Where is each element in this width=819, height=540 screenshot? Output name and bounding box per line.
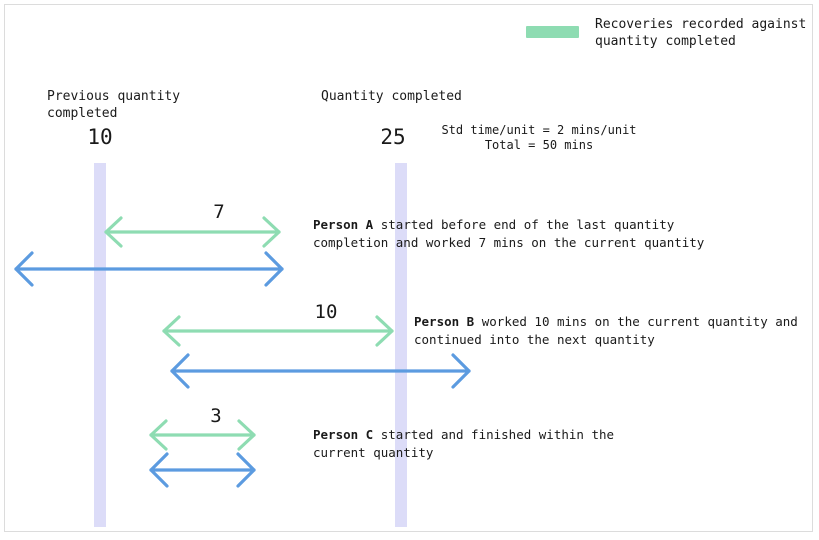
person-b-description: Person B worked 10 mins on the current q… bbox=[414, 313, 812, 349]
person-a-value: 7 bbox=[213, 201, 225, 223]
current-quantity-heading: Quantity completed bbox=[321, 89, 462, 104]
person-c-description-text: started and finished within the current … bbox=[313, 427, 615, 460]
person-b-name: Person B bbox=[414, 314, 475, 329]
previous-quantity-boundary-bar bbox=[94, 163, 106, 527]
person-c-name: Person C bbox=[313, 427, 374, 442]
person-c-description: Person C started and finished within the… bbox=[313, 426, 643, 462]
person-a-green-arrow bbox=[104, 216, 281, 248]
person-c-blue-arrow bbox=[149, 452, 256, 488]
arrow-layer bbox=[14, 216, 471, 488]
legend-swatch-icon bbox=[526, 26, 579, 38]
previous-quantity-value: 10 bbox=[87, 125, 113, 149]
person-a-blue-arrow bbox=[14, 251, 284, 287]
previous-quantity-heading: Previous quantity completed bbox=[47, 89, 181, 121]
person-b-value: 10 bbox=[314, 301, 338, 323]
person-a-description: Person A started before end of the last … bbox=[313, 216, 733, 252]
current-quantity-value: 25 bbox=[380, 125, 406, 149]
person-b-green-arrow bbox=[162, 315, 394, 347]
person-a-name: Person A bbox=[313, 217, 374, 232]
person-b-description-text: worked 10 mins on the current quantity a… bbox=[414, 314, 798, 347]
diagram-canvas: Recoveries recorded against quantity com… bbox=[4, 4, 813, 532]
person-c-value: 3 bbox=[210, 405, 222, 427]
person-b-blue-arrow bbox=[170, 353, 471, 389]
person-c-green-arrow bbox=[149, 419, 256, 451]
person-a-description-text: started before end of the last quantity … bbox=[313, 217, 705, 250]
legend-label: Recoveries recorded against quantity com… bbox=[595, 17, 807, 49]
standard-time-note: Std time/unit = 2 mins/unit Total = 50 m… bbox=[441, 123, 637, 152]
current-quantity-boundary-bar bbox=[395, 163, 407, 527]
